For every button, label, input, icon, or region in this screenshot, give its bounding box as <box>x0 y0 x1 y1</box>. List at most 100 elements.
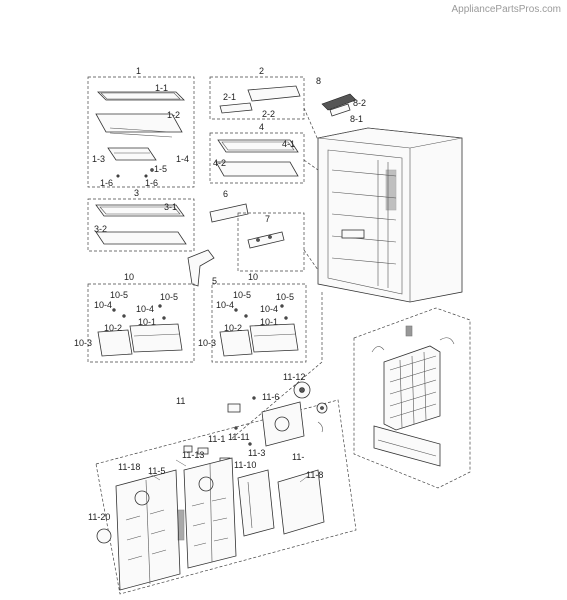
part-1-3-tray <box>107 147 157 161</box>
callout-1-5: 1-5 <box>154 164 167 174</box>
callout-10-5-b: 10-5 <box>160 292 178 302</box>
callout-10-2-a: 10-2 <box>104 323 122 333</box>
callout-2: 2 <box>259 66 264 76</box>
group-10-right-box <box>211 283 307 363</box>
callout-4-2: 4-2 <box>213 158 226 168</box>
callout-11-20: 11-20 <box>88 512 110 522</box>
group-2-box <box>209 76 305 120</box>
part-8-2-cover <box>321 93 357 111</box>
part-10-1-drawer-right <box>249 323 299 353</box>
callout-8: 8 <box>316 76 321 86</box>
callout-3: 3 <box>134 188 139 198</box>
callout-10-5-d: 10-5 <box>276 292 294 302</box>
callout-10-4-a: 10-4 <box>94 300 112 310</box>
callout-1-3: 1-3 <box>92 154 105 164</box>
callout-1-4: 1-4 <box>176 154 189 164</box>
part-11-8-cover <box>277 469 325 535</box>
door-liner-slots <box>125 479 167 585</box>
callout-11-8: 11-8 <box>306 470 323 480</box>
part-1-2-glass <box>95 113 183 133</box>
callout-1-6-left: 1-6 <box>100 178 113 188</box>
watermark: AppliancePartsPros.com <box>452 4 562 15</box>
group-6-7-5 <box>187 203 305 287</box>
drain-tray <box>373 425 441 467</box>
callout-3-2: 3-2 <box>94 224 107 234</box>
group-3-box <box>87 198 195 252</box>
group-4-shelf <box>209 132 305 184</box>
group-8-cover <box>321 93 357 117</box>
callout-5: 5 <box>212 276 217 286</box>
part-11-20-gasket <box>96 528 112 544</box>
callout-10-4-d: 10-4 <box>260 304 278 314</box>
callout-7: 7 <box>265 214 270 224</box>
group-1-box <box>87 76 195 188</box>
part-6 <box>209 203 249 223</box>
callout-6: 6 <box>223 189 228 199</box>
callout-10-3-a: 10-3 <box>74 338 92 348</box>
callout-10-4-b: 10-4 <box>136 304 154 314</box>
group-2-bins <box>209 76 305 120</box>
callout-11-5: 11-5 <box>148 466 165 476</box>
evaporator-grid-lines <box>389 351 437 429</box>
group-10-right-drawers <box>211 283 307 363</box>
part-10-2-drawer-right <box>219 329 253 357</box>
callout-11-12: 11-12 <box>283 372 305 382</box>
callout-10-5-a: 10-5 <box>110 290 128 300</box>
part-4-2-glass <box>215 161 299 177</box>
callout-8-1: 8-1 <box>350 114 363 124</box>
part-11-13-panel <box>183 457 237 569</box>
rear-panel-box <box>353 307 471 489</box>
callout-4-1: 4-1 <box>282 139 295 149</box>
part-10-1-drawer <box>129 323 183 353</box>
callout-11-10: 11-10 <box>234 460 256 470</box>
callout-11: 11 <box>176 396 185 406</box>
callout-10-5-c: 10-5 <box>233 290 251 300</box>
callout-10-3-b: 10-3 <box>198 338 216 348</box>
refrigerator-cabinet <box>317 127 463 303</box>
group-10-left-drawers <box>87 283 195 363</box>
part-11-10-duct <box>237 469 275 537</box>
part-5 <box>187 249 215 287</box>
panel-slots <box>191 463 229 563</box>
callout-10-4-c: 10-4 <box>216 300 234 310</box>
callout-8-2: 8-2 <box>353 98 366 108</box>
callout-11-3: 11-3 <box>248 448 265 458</box>
callout-1: 1 <box>136 66 141 76</box>
group-11-door-assembly <box>95 381 357 595</box>
group-7-box <box>237 212 305 272</box>
callout-2-1: 2-1 <box>223 92 236 102</box>
callout-11-11: 11-11 <box>228 432 250 442</box>
group-11-box <box>95 399 357 595</box>
callout-3-1: 3-1 <box>164 202 177 212</box>
callout-1-1: 1-1 <box>155 83 168 93</box>
group-3-shelf <box>87 198 195 252</box>
part-7 <box>247 231 285 249</box>
group-10-left-box <box>87 283 195 363</box>
part-4-1-shelf-frame <box>217 139 299 153</box>
callout-4: 4 <box>259 122 264 132</box>
part-1-1-shelf-frame <box>97 91 185 101</box>
group-4-box <box>209 132 305 184</box>
part-3-2-glass <box>95 231 187 245</box>
callout-10-1-a: 10-1 <box>138 317 156 327</box>
group-1-shelf <box>87 76 195 188</box>
rear-evaporator-assembly <box>353 307 471 489</box>
part-3-1-shelf-frame <box>95 204 185 217</box>
cabinet-vent <box>385 169 397 211</box>
callout-11-6: 11-6 <box>262 392 279 402</box>
callout-10-top: 10 <box>248 272 258 282</box>
callout-10-1-b: 10-1 <box>260 317 278 327</box>
evaporator-grid <box>383 345 441 431</box>
callout-11-dash: 11- <box>292 452 304 462</box>
callout-10-left: 10 <box>124 272 134 282</box>
callout-10-2-b: 10-2 <box>224 323 242 333</box>
callout-11-1: 11-1 <box>208 434 225 444</box>
callout-11-13: 11-13 <box>182 450 204 460</box>
callout-11-18: 11-18 <box>118 462 140 472</box>
callout-1-6-right: 1-6 <box>145 178 158 188</box>
part-2-2-bin <box>247 85 301 102</box>
part-10-2-drawer <box>97 329 133 357</box>
callout-2-2: 2-2 <box>262 109 275 119</box>
callout-1-2: 1-2 <box>167 110 180 120</box>
